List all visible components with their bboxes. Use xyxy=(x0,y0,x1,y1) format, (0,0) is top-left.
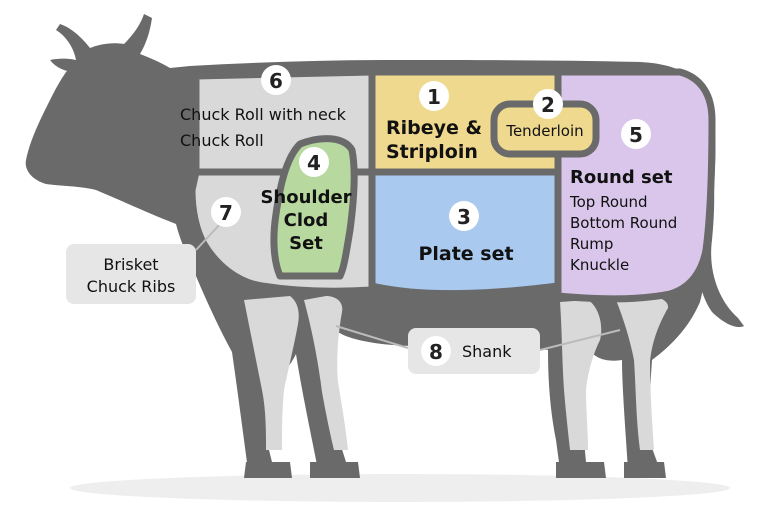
circle-6 xyxy=(261,65,291,95)
shoulder-label-line3: Set xyxy=(289,233,323,254)
ribeye-label-line2: Striploin xyxy=(386,141,478,163)
hoof-front-right xyxy=(310,462,360,478)
circle-3 xyxy=(449,201,479,231)
ear xyxy=(50,58,82,72)
ground-shadow xyxy=(70,474,730,502)
number-circles xyxy=(211,65,651,366)
round-item-4: Knuckle xyxy=(570,256,629,274)
number-2: 2 xyxy=(541,93,555,117)
plate-label: Plate set xyxy=(418,243,513,265)
chuck-label-line1: Chuck Roll with neck xyxy=(180,105,347,124)
shoulder-label-line2: Clod xyxy=(284,210,329,231)
leader-shank-right xyxy=(539,329,621,351)
leader-brisket xyxy=(195,221,223,251)
leader-shank-left xyxy=(335,325,409,349)
chuck-label-line2: Chuck Roll xyxy=(180,131,264,150)
shoulder-label-line1: Shoulder xyxy=(260,187,351,208)
round-item-2: Bottom Round xyxy=(570,214,677,232)
circle-4 xyxy=(299,147,329,177)
number-4: 4 xyxy=(307,151,321,175)
shank-front-right xyxy=(304,296,348,450)
tenderloin-label: Tenderloin xyxy=(505,122,583,140)
hoof-front-left xyxy=(244,462,292,478)
number-6: 6 xyxy=(269,69,283,93)
ribeye-label-line1: Ribeye & xyxy=(386,117,482,139)
round-item-3: Rump xyxy=(570,235,613,253)
circle-1 xyxy=(419,81,449,111)
brisket-label-line1: Brisket xyxy=(103,255,158,274)
round-item-1: Top Round xyxy=(569,193,648,211)
cut-plate xyxy=(368,168,562,298)
number-7: 7 xyxy=(219,201,233,225)
circle-8 xyxy=(421,336,451,366)
number-1: 1 xyxy=(427,85,441,109)
circle-2 xyxy=(533,89,563,119)
circle-5 xyxy=(621,119,651,149)
number-8: 8 xyxy=(429,340,443,364)
shank-front-left xyxy=(244,296,299,450)
shank-label: Shank xyxy=(462,342,512,361)
leader-lines xyxy=(195,221,621,351)
round-title: Round set xyxy=(570,167,673,188)
circle-7 xyxy=(211,197,241,227)
cut-regions xyxy=(188,68,716,303)
number-5: 5 xyxy=(629,123,643,147)
shank-rear-right xyxy=(616,294,669,450)
cut-shoulder xyxy=(270,135,358,280)
callout-brisket-box xyxy=(66,244,196,304)
hoof-rear-right xyxy=(624,462,666,478)
brisket-label-line2: Chuck Ribs xyxy=(87,277,176,296)
hoof-rear-left xyxy=(556,462,606,478)
number-3: 3 xyxy=(457,205,471,229)
